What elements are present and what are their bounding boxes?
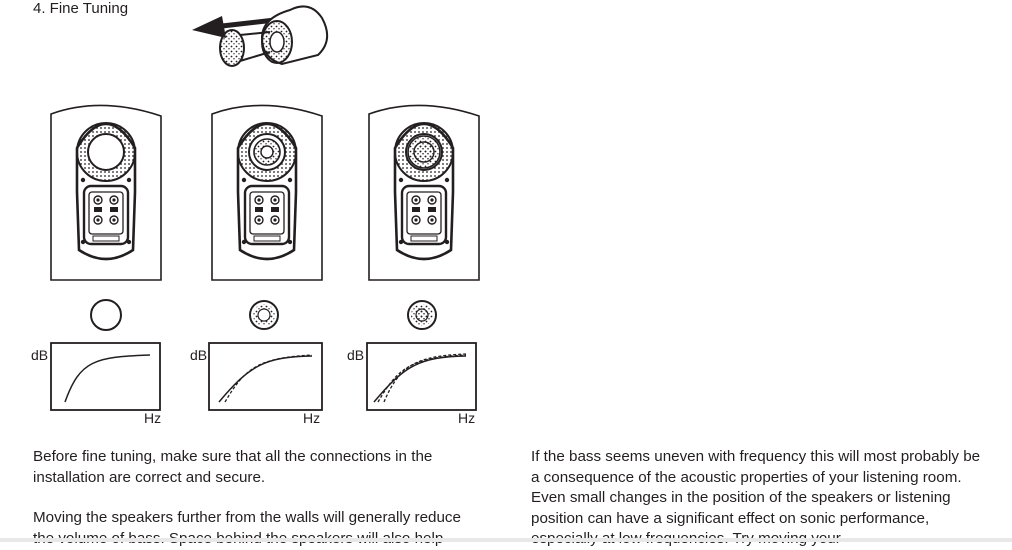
- y-axis-label-2: dB: [190, 347, 208, 363]
- open-port-symbol: [90, 299, 122, 331]
- response-graph-foam-ring: [208, 342, 323, 411]
- y-axis-label-1: dB: [31, 347, 49, 363]
- speaker-rear-open-port: [51, 105, 161, 280]
- paragraph-moving-speakers: Moving the speakers further from the wal…: [33, 509, 461, 547]
- y-axis-label-3: dB: [347, 347, 365, 363]
- x-axis-label-3: Hz: [458, 410, 476, 426]
- paragraph-uneven-bass: If the bass seems uneven with frequency …: [531, 448, 981, 547]
- response-graph-open-port: [50, 342, 161, 411]
- foam-ring-symbol: [249, 300, 279, 330]
- page-bottom-edge: [0, 538, 1012, 542]
- paragraph-before-fine-tuning: Before fine tuning, make sure that all t…: [33, 448, 433, 486]
- response-graph-foam-bung: [366, 342, 477, 411]
- speaker-rear-foam-ring: [212, 105, 322, 280]
- foam-bung-symbol: [407, 300, 437, 330]
- section-title: 4. Fine Tuning: [33, 0, 129, 17]
- speaker-rear-foam-bung: [369, 105, 479, 280]
- x-axis-label-1: Hz: [144, 410, 162, 426]
- bung-removal-illustration: [192, 5, 329, 67]
- x-axis-label-2: Hz: [303, 410, 321, 426]
